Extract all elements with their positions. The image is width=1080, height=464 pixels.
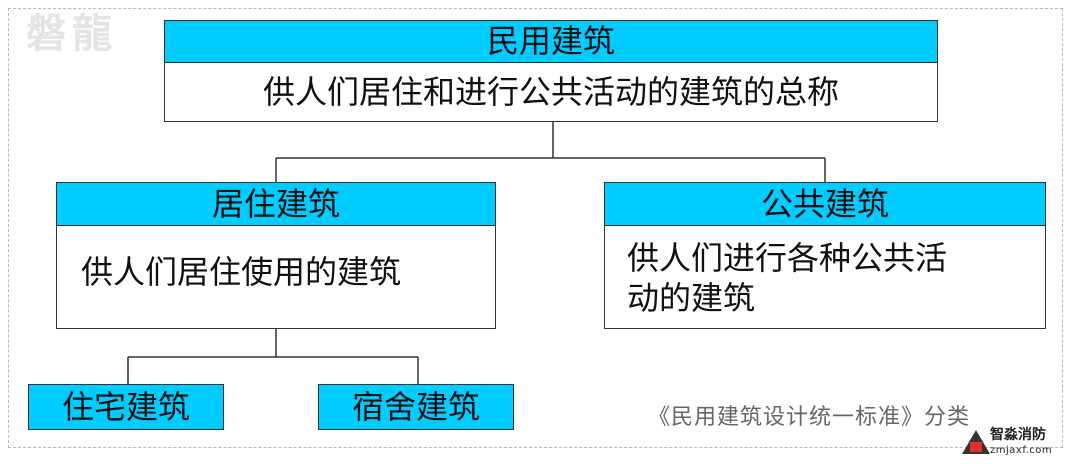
residential-node-title: 居住建筑 xyxy=(56,182,496,226)
diagram-frame xyxy=(8,8,1063,448)
residential-node-title-text: 居住建筑 xyxy=(211,185,340,223)
public-node-description: 供人们进行各种公共活 动的建筑 xyxy=(604,225,1046,329)
public-node-title-text: 公共建筑 xyxy=(760,185,889,223)
root-node-description-text: 供人们居住和进行公共活动的建筑的总称 xyxy=(262,73,839,111)
root-node-title-text: 民用建筑 xyxy=(486,22,615,60)
residential-node-description-text: 供人们居住使用的建筑 xyxy=(81,253,402,291)
root-node-title: 民用建筑 xyxy=(164,20,938,63)
classification-caption: 《民用建筑设计统一标准》分类 xyxy=(648,405,971,430)
watermark-text: 磐龍 xyxy=(26,11,118,57)
logo-mark-accent-icon xyxy=(970,442,982,452)
dormitory-building-node: 宿舍建筑 xyxy=(318,384,514,430)
brand-logo: 智淼消防 zmjaxf.com xyxy=(962,427,1072,460)
public-node-description-line2: 动的建筑 xyxy=(627,279,756,317)
house-building-label: 住宅建筑 xyxy=(61,388,190,426)
house-building-node: 住宅建筑 xyxy=(28,384,224,430)
public-node-title: 公共建筑 xyxy=(604,182,1046,226)
dormitory-building-label: 宿舍建筑 xyxy=(351,388,480,426)
residential-node-description: 供人们居住使用的建筑 xyxy=(56,225,496,329)
public-node-description-line1: 供人们进行各种公共活 xyxy=(627,239,948,277)
root-node-description: 供人们居住和进行公共活动的建筑的总称 xyxy=(164,62,938,122)
logo-url: zmjaxf.com xyxy=(990,445,1053,456)
logo-name: 智淼消防 xyxy=(990,427,1046,443)
